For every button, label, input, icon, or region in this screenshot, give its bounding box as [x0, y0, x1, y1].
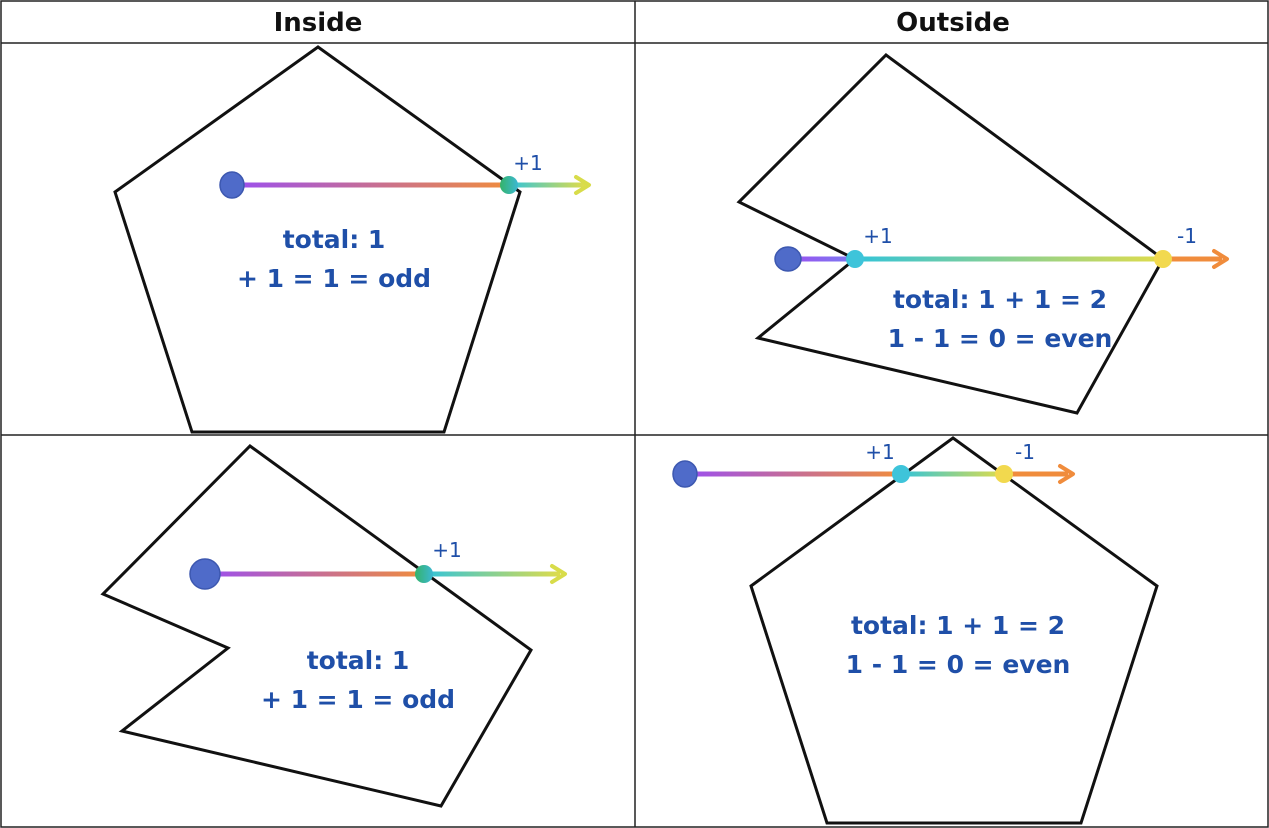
crossing-point	[995, 465, 1013, 483]
origin-point	[774, 246, 802, 272]
crossing-point	[1154, 250, 1172, 268]
crossing-label: -1	[1177, 224, 1197, 248]
crossing-point	[415, 565, 433, 583]
total-line-1: total: 1	[283, 225, 386, 254]
header-inside: Inside	[274, 8, 363, 38]
total-line-2: 1 - 1 = 0 = even	[888, 324, 1113, 353]
total-line-2: 1 - 1 = 0 = even	[846, 650, 1071, 679]
origin-point	[672, 460, 698, 488]
total-line-1: total: 1	[307, 646, 410, 675]
crossing-label: +1	[865, 440, 894, 464]
pentagon-shape	[749, 436, 1159, 825]
crossing-label: +1	[513, 151, 542, 175]
ray-arrowhead	[1212, 249, 1229, 269]
total-line-2: + 1 = 1 = odd	[261, 685, 455, 714]
header-outside: Outside	[896, 8, 1010, 38]
ray-arrowhead	[550, 564, 567, 584]
panel-outside-concave: +1 -1 total: 1 + 1 = 2 1 - 1 = 0 = even	[736, 53, 1229, 415]
origin-point	[189, 558, 221, 590]
crossing-point	[500, 176, 518, 194]
crossing-label: +1	[432, 538, 461, 562]
pentagon-shape	[113, 45, 522, 434]
crossing-point	[846, 250, 864, 268]
total-line-2: + 1 = 1 = odd	[237, 264, 431, 293]
panel-inside-concave: +1 total: 1 + 1 = 1 = odd	[100, 444, 567, 808]
origin-point	[219, 171, 245, 199]
panel-inside-pentagon: +1 total: 1 + 1 = 1 = odd	[113, 45, 591, 434]
concave-shape	[736, 53, 1165, 415]
ray-arrowhead	[574, 175, 591, 195]
crossing-label: -1	[1015, 440, 1035, 464]
concave-shape	[100, 444, 533, 808]
ray-arrowhead	[1058, 464, 1075, 484]
total-line-1: total: 1 + 1 = 2	[893, 285, 1107, 314]
crossing-label: +1	[863, 224, 892, 248]
total-line-1: total: 1 + 1 = 2	[851, 611, 1065, 640]
crossing-point	[892, 465, 910, 483]
panel-outside-pentagon: +1 -1 total: 1 + 1 = 2 1 - 1 = 0 = even	[672, 436, 1159, 825]
